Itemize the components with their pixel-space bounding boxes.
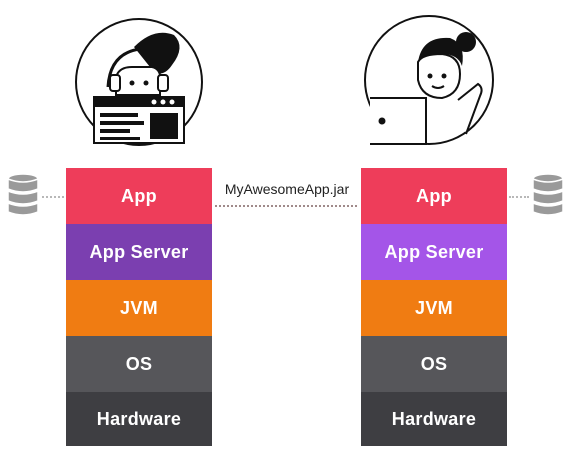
left-db-connector	[42, 196, 64, 198]
layer-os: OS	[66, 336, 212, 392]
layer-app: App	[66, 168, 212, 224]
layer-app-server: App Server	[66, 224, 212, 280]
layer-label: JVM	[120, 297, 158, 318]
layer-label: App Server	[89, 241, 189, 262]
layer-label: Hardware	[96, 408, 182, 429]
layer-label: JVM	[415, 297, 453, 318]
layer-hardware: Hardware	[361, 392, 507, 446]
transfer-connector	[215, 205, 357, 207]
layer-jvm: JVM	[66, 280, 212, 336]
right-stack: App App Server JVM OS Hardware	[361, 168, 507, 446]
transfer-label: MyAwesomeApp.jar	[224, 181, 350, 197]
layer-os: OS	[361, 336, 507, 392]
left-stack: App App Server JVM OS Hardware	[66, 168, 212, 446]
layer-label: Hardware	[391, 408, 477, 429]
layer-label: OS	[420, 353, 448, 374]
operator-avatar-icon	[364, 15, 494, 145]
layer-label: App	[416, 185, 452, 206]
layer-jvm: JVM	[361, 280, 507, 336]
database-icon	[7, 173, 39, 216]
layer-app: App	[361, 168, 507, 224]
layer-label: OS	[125, 353, 153, 374]
layer-label: App Server	[384, 241, 484, 262]
layer-hardware: Hardware	[66, 392, 212, 446]
layer-app-server: App Server	[361, 224, 507, 280]
layer-label: App	[121, 185, 157, 206]
database-icon	[532, 173, 564, 216]
right-db-connector	[509, 196, 529, 198]
developer-avatar-icon	[75, 18, 203, 146]
